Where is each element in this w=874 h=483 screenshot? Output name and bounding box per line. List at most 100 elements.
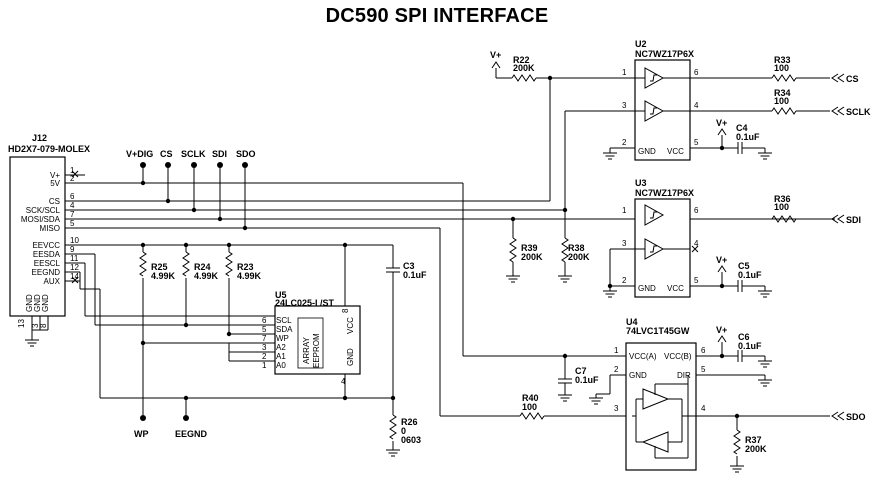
tp-cs-label: CS <box>160 149 173 159</box>
svg-text:VCC(A): VCC(A) <box>629 352 657 361</box>
svg-text:V+: V+ <box>716 118 727 128</box>
r22-value: 200K <box>513 63 535 73</box>
svg-text:4: 4 <box>694 101 699 110</box>
j12-pin-13: 13 <box>17 319 26 328</box>
r34-ref: R34 <box>774 88 791 98</box>
svg-text:4: 4 <box>694 239 699 248</box>
j12-pin-eevcc-label: EEVCC <box>32 241 60 250</box>
c5-value: 0.1uF <box>738 270 762 280</box>
net-sdi-label: SDI <box>846 215 861 225</box>
u3-buffer: U3 NC7WZ17P6X GND VCC 1 6 3 4 2 5 <box>622 178 699 298</box>
j12-pin-8: 8 <box>39 323 48 328</box>
r24-value: 4.99K <box>194 271 219 281</box>
r37-value: 200K <box>745 444 767 454</box>
svg-text:8: 8 <box>341 308 350 313</box>
test-points: V+DIG CS SCLK SDI SDO <box>126 149 256 231</box>
j12-pin-1: 1 <box>70 166 75 175</box>
tp-vdig-label: V+DIG <box>126 149 153 159</box>
r22-vplus-label: V+ <box>490 50 501 60</box>
u3-part: NC7WZ17P6X <box>635 188 694 198</box>
r24-ref: R24 <box>194 262 211 272</box>
r39-value: 200K <box>521 252 543 262</box>
tp-sdo-label: SDO <box>236 149 256 159</box>
j12-pin-cs-label: CS <box>49 197 60 206</box>
j12-gnd-label-3: GND <box>41 294 50 312</box>
tp-sdi-label: SDI <box>212 149 227 159</box>
svg-text:3: 3 <box>262 343 267 352</box>
c7-ref: C7 <box>575 366 587 376</box>
j12-pin-10: 10 <box>70 236 79 245</box>
c4-value: 0.1uF <box>736 132 760 142</box>
j12-ref: J12 <box>32 133 47 143</box>
r26-package: 0603 <box>401 435 421 445</box>
j12-pin-mosi-label: MOSI/SDA <box>21 215 61 224</box>
j12-pin-12: 12 <box>70 263 79 272</box>
r26-ref: R26 <box>401 417 418 427</box>
r33-ref: R33 <box>774 55 791 65</box>
svg-text:5: 5 <box>701 365 706 374</box>
u4-part: 74LVC1T45GW <box>626 326 690 336</box>
svg-text:VCC: VCC <box>667 147 684 156</box>
svg-text:VCC: VCC <box>667 284 684 293</box>
net-cs-label: CS <box>846 74 859 84</box>
svg-text:V+: V+ <box>716 325 727 335</box>
svg-text:1: 1 <box>262 361 267 370</box>
c7-value: 0.1uF <box>575 375 599 385</box>
svg-text:2: 2 <box>622 138 627 147</box>
svg-text:4: 4 <box>341 377 346 386</box>
svg-text:GND: GND <box>629 371 647 380</box>
u5-eeprom-label: EEPROM <box>312 333 321 368</box>
c3-value: 0.1uF <box>403 270 427 280</box>
svg-text:VCC: VCC <box>346 317 355 334</box>
c4-ref: C4 <box>736 123 748 133</box>
u5-part: 24LC025-I /ST <box>275 298 335 308</box>
svg-text:7: 7 <box>262 334 267 343</box>
j12-pin-11: 11 <box>70 254 79 263</box>
svg-text:A1: A1 <box>276 352 286 361</box>
svg-text:V+: V+ <box>716 255 727 265</box>
u3-ref: U3 <box>635 178 647 188</box>
u2-buffer: U2 NC7WZ17P6X GND VCC 1 6 3 4 2 5 <box>622 39 699 161</box>
svg-text:3: 3 <box>622 239 627 248</box>
u4-level-shifter: U4 74LVC1T45GW VCC(A) VCC(B) GND DIR 1 6… <box>614 317 706 471</box>
eeprom-pullups: R25 4.99K R24 4.99K R23 4.99K <box>139 242 262 415</box>
tp-wp-label: WP <box>134 429 149 439</box>
svg-text:1: 1 <box>614 346 619 355</box>
j12-pin-7: 7 <box>70 210 75 219</box>
svg-text:GND: GND <box>638 284 656 293</box>
j12-pin-aux-label: AUX <box>44 277 61 286</box>
svg-text:DIR: DIR <box>677 371 691 380</box>
r36-ref: R36 <box>774 194 791 204</box>
svg-text:1: 1 <box>622 68 627 77</box>
svg-text:A2: A2 <box>276 343 286 352</box>
j12-pin-eescl-label: EESCL <box>34 259 61 268</box>
j12-pin-5: 5 <box>70 219 75 228</box>
svg-text:GND: GND <box>638 147 656 156</box>
svg-text:5: 5 <box>262 325 267 334</box>
svg-text:2: 2 <box>262 352 267 361</box>
tp-eegnd-label: EEGND <box>175 429 208 439</box>
r23-value: 4.99K <box>237 271 262 281</box>
r22-ref: R22 <box>513 55 530 65</box>
net-sclk-label: SCLK <box>846 107 871 117</box>
j12-pin-9: 9 <box>70 245 75 254</box>
svg-text:3: 3 <box>622 101 627 110</box>
c6-value: 0.1uF <box>738 341 762 351</box>
r40-ref: R40 <box>522 393 539 403</box>
c3-ref: C3 <box>403 261 415 271</box>
r37-ref: R37 <box>745 435 762 445</box>
r34-value: 100 <box>774 96 789 106</box>
r33-value: 100 <box>774 63 789 73</box>
svg-text:4: 4 <box>701 404 706 413</box>
svg-text:2: 2 <box>614 365 619 374</box>
j12-pin-v-plus-label: V+ <box>50 171 60 180</box>
u5-eeprom: U5 24LC025-I /ST SCL SDA WP A2 A1 A0 6 5… <box>228 290 361 398</box>
r38-ref: R38 <box>568 243 585 253</box>
svg-text:WP: WP <box>276 334 289 343</box>
c5-ref: C5 <box>738 261 750 271</box>
r25-value: 4.99K <box>151 271 176 281</box>
r38-value: 200K <box>568 252 590 262</box>
j12-part: HD2X7-079-MOLEX <box>8 144 90 154</box>
svg-text:SDA: SDA <box>276 325 293 334</box>
